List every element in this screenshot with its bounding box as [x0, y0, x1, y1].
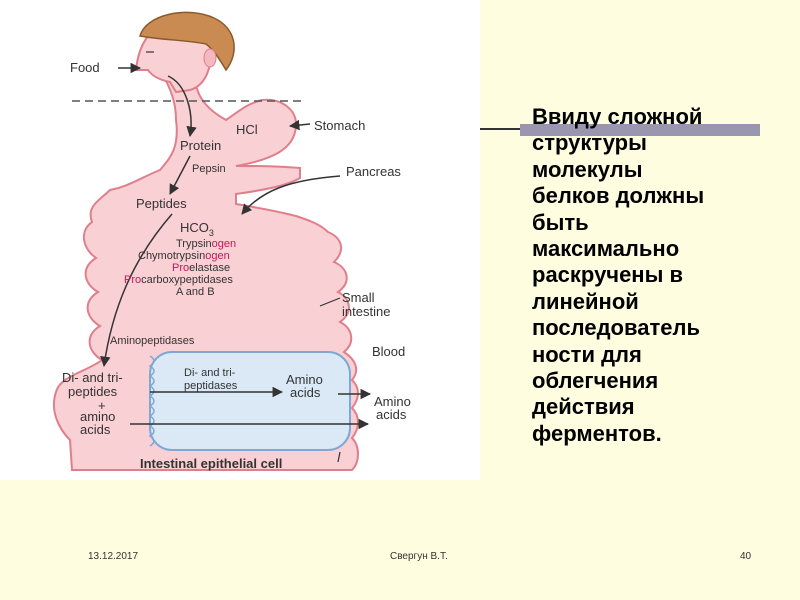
title-accent-bar	[520, 124, 760, 136]
label-pancreas: Pancreas	[346, 164, 401, 179]
arrows	[100, 62, 372, 463]
slide-body-text: Ввиду сложной структуры молекулы белков …	[532, 104, 705, 446]
label-blood: Blood	[372, 344, 405, 359]
arrow-epithelial	[337, 451, 341, 463]
label-dtp-2: peptidases	[184, 380, 238, 392]
brush-border	[148, 355, 155, 447]
label-dtp-1: Di- and tri-	[184, 367, 236, 379]
arrow-pancreas	[241, 175, 341, 215]
label-epithelial-cell: Intestinal epithelial cell	[140, 456, 282, 471]
label-proelastase: Proelastase	[172, 262, 230, 274]
footer-date: 13.12.2017	[88, 551, 139, 562]
label-protein: Protein	[180, 138, 221, 153]
head-illustration	[134, 11, 235, 94]
label-pepsin: Pepsin	[192, 163, 226, 175]
label-food: Food	[70, 60, 100, 75]
label-blood-amino: Amino	[374, 394, 411, 409]
label-di-tri-1: Di- and tri-	[62, 370, 123, 385]
label-di-tri-2: peptides	[68, 384, 118, 399]
label-acids: acids	[80, 422, 111, 437]
arrow-protein-peptides	[169, 155, 191, 195]
label-procarboxypeptidases: Procarboxypeptidases	[124, 274, 233, 286]
arrow-peptides-ditri	[100, 213, 173, 368]
footer-author: Свергун В.Т.	[390, 551, 448, 562]
label-plus: +	[98, 398, 106, 413]
label-stomach: Stomach	[314, 118, 365, 133]
label-hco3: HCO3	[180, 220, 214, 238]
label-blood-acids: acids	[376, 407, 407, 422]
label-peptides: Peptides	[136, 196, 187, 211]
label-cell-acids: acids	[290, 385, 321, 400]
label-cell-amino: Amino	[286, 372, 323, 387]
arrow-small-intestine	[319, 297, 341, 307]
label-aminopeptidases: Aminopeptidases	[110, 335, 195, 347]
label-hcl: HCl	[236, 122, 258, 137]
label-small: Small	[342, 290, 375, 305]
arrow-swallow	[167, 75, 197, 138]
label-chymotrypsinogen: Chymotrypsinogen	[138, 250, 230, 262]
label-trypsinogen: Trypsinogen	[176, 238, 236, 250]
footer-page-number: 40	[740, 551, 752, 562]
label-amino: amino	[80, 409, 115, 424]
arrow-stomach	[288, 119, 311, 131]
label-intestine: intestine	[342, 304, 390, 319]
digestion-diagram: Food HCl Stomach Protein Pepsin Pancreas…	[0, 0, 480, 480]
label-a-and-b: A and B	[176, 286, 215, 298]
epithelial-cell	[149, 351, 351, 451]
